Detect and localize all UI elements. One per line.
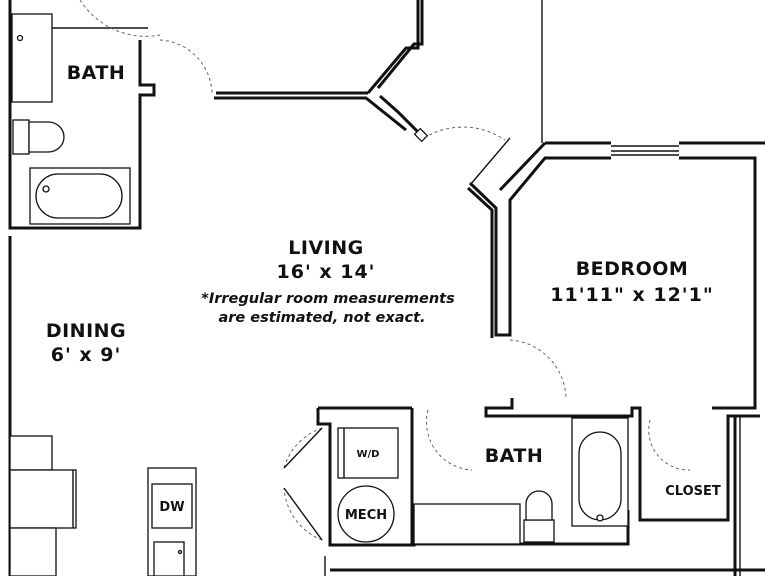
mech-door-leaf-1 (283, 427, 323, 469)
bath-bottom-vanity (413, 503, 521, 545)
bath-top-tub (29, 167, 131, 225)
washer-dryer-label: W/D (357, 449, 380, 460)
dining-dimensions: 6' x 9' (51, 344, 122, 366)
kitchen-counter (9, 435, 77, 576)
bottom-rooms-walls (316, 398, 765, 576)
washer-dryer-unit (337, 427, 399, 479)
bath-bottom-tub (571, 417, 629, 527)
bedroom-door-swing (509, 339, 567, 399)
closet-door-swing (648, 419, 691, 471)
bath-top-door-swing-2 (159, 39, 213, 96)
bath-top-door-swing (79, 0, 161, 37)
mech-door-leaf-2 (283, 487, 323, 541)
bedroom-label: BEDROOM (576, 258, 689, 280)
living-dimensions: 16' x 14' (277, 261, 376, 283)
mech-label: MECH (345, 508, 387, 523)
bath-top-label: BATH (67, 62, 126, 84)
bath-top-vanity (11, 13, 53, 103)
measurement-note-line-2: are estimated, not exact. (218, 310, 425, 326)
bath-bottom-label: BATH (485, 445, 544, 467)
dishwasher (151, 483, 193, 529)
mech-unit (337, 485, 395, 543)
bedroom-dimensions: 11'11" x 12'1" (550, 284, 713, 306)
kitchen-island (147, 467, 197, 576)
measurement-note-line-1: *Irregular room measurements (201, 291, 455, 307)
bath-bottom-door-swing (426, 409, 473, 471)
dishwasher-label: DW (159, 500, 184, 515)
bath-bottom-toilet (523, 490, 555, 543)
kitchen-door-leaf (469, 137, 511, 186)
closet-label: CLOSET (665, 484, 721, 499)
mech-door-swing-2 (283, 487, 323, 541)
dining-label: DINING (46, 320, 126, 342)
bath-top-toilet (12, 119, 65, 155)
living-label: LIVING (288, 237, 363, 259)
kitchen-door-swing (423, 126, 506, 141)
bedroom-walls (466, 141, 765, 410)
kitchen-walls (214, 0, 543, 143)
